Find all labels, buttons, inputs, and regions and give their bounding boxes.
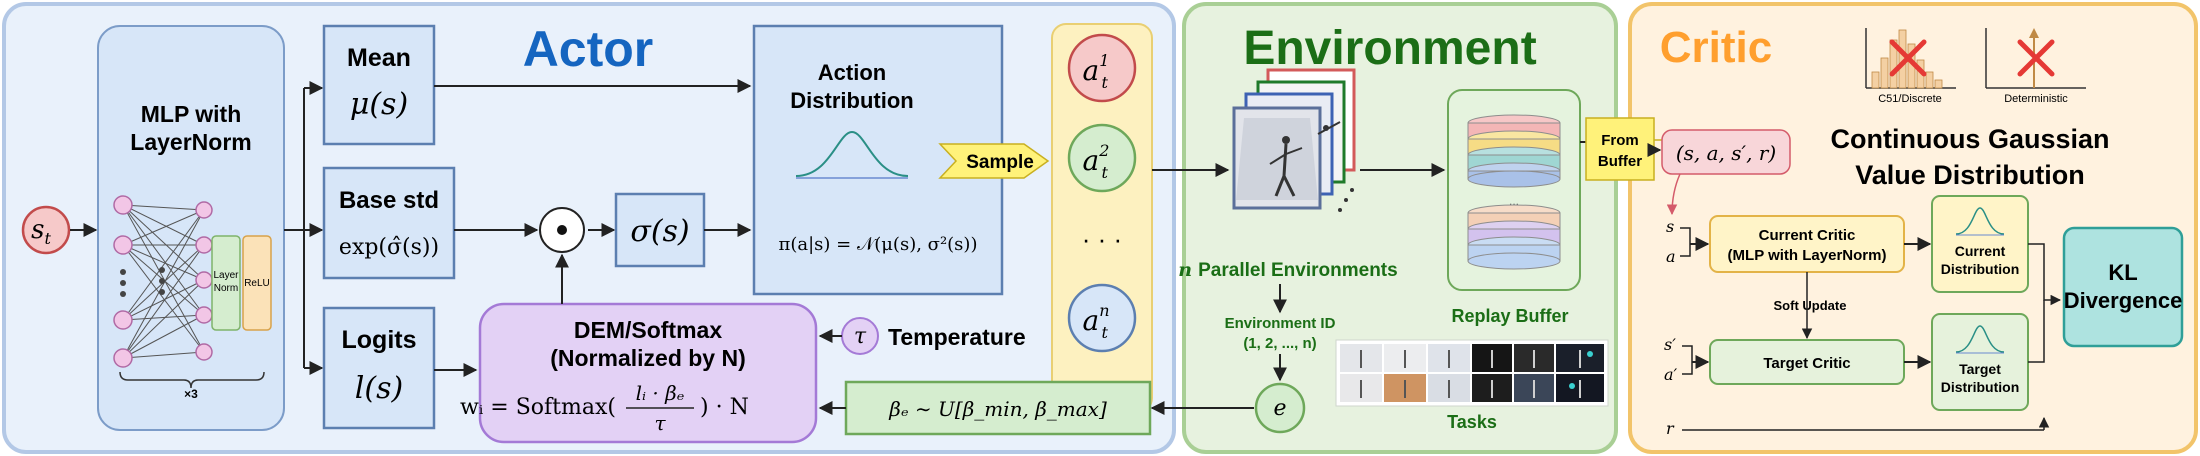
dem-formula-den: τ — [654, 411, 666, 435]
target-critic-label: Target Critic — [1763, 355, 1850, 372]
action-sample-2 — [1067, 123, 1137, 193]
env-id-node-label: e — [1273, 396, 1286, 421]
relu-label: ReLU — [244, 278, 270, 289]
relu-block — [242, 235, 272, 331]
env-id-line2: (1, 2, ..., n) — [1243, 335, 1316, 352]
layernorm-block — [211, 235, 241, 331]
actor-title: Actor — [523, 21, 654, 77]
dem-formula-right: ) · N — [700, 395, 749, 420]
env-id-line1: Environment ID — [1225, 315, 1336, 332]
from-buffer-line2: Buffer — [1598, 153, 1642, 170]
sigma-block — [614, 192, 706, 268]
mean-title: Mean — [347, 44, 411, 72]
mlp-title-line2: LayerNorm — [130, 129, 251, 155]
tasks-label: Tasks — [1447, 412, 1497, 432]
kl-line1: KL — [2108, 260, 2137, 285]
current-dist-curve-icon — [1955, 207, 2005, 235]
mlp-title-line1: MLP with — [141, 101, 242, 127]
action-dist-title-2: Distribution — [790, 88, 913, 113]
kl-line2: Divergence — [2064, 288, 2183, 313]
current-critic-line1: Current Critic — [1759, 227, 1856, 244]
tau-symbol: τ — [854, 324, 867, 349]
replay-buffer-label: Replay Buffer — [1451, 306, 1568, 326]
action-sample-1 — [1067, 33, 1137, 103]
mlp-repeat-label: ×3 — [184, 387, 198, 401]
deterministic-label: Deterministic — [2004, 93, 2068, 105]
base-std-expr: exp(σ̂(s)) — [339, 235, 439, 260]
critic-title: Critic — [1660, 23, 1772, 72]
environment-title: Environment — [1243, 22, 1536, 75]
layernorm-label-2: Norm — [214, 283, 238, 294]
mean-block — [322, 24, 436, 146]
current-dist-line1: Current — [1955, 243, 2006, 259]
sample-label: Sample — [966, 152, 1034, 173]
critic-input-s-prime: s′ — [1664, 335, 1676, 354]
dem-softmax-block — [478, 302, 818, 444]
transition-tuple: (s, a, s′, r) — [1676, 141, 1776, 165]
deterministic-icon — [1985, 28, 2086, 89]
critic-input-r: r — [1666, 419, 1675, 438]
sample-tag — [938, 143, 1050, 179]
base-std-block — [322, 166, 456, 280]
continuous-title-2: Value Distribution — [1855, 160, 2085, 190]
current-dist-line2: Distribution — [1941, 261, 2020, 277]
continuous-title-1: Continuous Gaussian — [1830, 124, 2109, 154]
current-critic-line2: (MLP with LayerNorm) — [1728, 247, 1887, 264]
gaussian-curve-icon — [795, 130, 909, 177]
replay-buffer-icon: ... — [1467, 114, 1561, 270]
c51-discrete-icon — [1865, 28, 1956, 89]
action-dist-formula: π(a|s) = 𝒩(μ(s), σ²(s)) — [779, 234, 978, 255]
svg-text:...: ... — [1509, 194, 1519, 208]
target-dist-curve-icon — [1955, 325, 2005, 353]
env-id-node — [1254, 382, 1306, 434]
state-node — [21, 205, 71, 255]
critic-input-a: a — [1666, 247, 1676, 266]
c51-label: C51/Discrete — [1878, 93, 1942, 105]
svg-text:ant: ant — [1082, 301, 1109, 342]
transition-tuple-block — [1661, 129, 1791, 175]
tasks-collage — [1335, 339, 1609, 407]
soft-update-label: Soft Update — [1774, 298, 1847, 313]
svg-text:a1t: a1t — [1083, 51, 1110, 92]
neural-net-dots — [120, 267, 165, 297]
logits-block — [322, 306, 436, 430]
critic-input-s: s — [1666, 217, 1674, 236]
logits-title: Logits — [342, 326, 417, 354]
base-std-title: Base std — [339, 187, 439, 214]
layernorm-label-1: Layer — [213, 270, 239, 281]
action-ellipsis: · · · — [1082, 224, 1122, 254]
sigma-expr: σ(s) — [630, 214, 689, 249]
target-dist-line2: Distribution — [1941, 379, 2020, 395]
from-buffer-tag — [1585, 117, 1664, 181]
dem-title-1: DEM/Softmax — [574, 317, 722, 343]
logits-expr: l(s) — [355, 371, 403, 406]
dem-title-2: (Normalized by N) — [550, 345, 746, 371]
parallel-env-stack-icon — [1232, 68, 1356, 212]
action-sample-n — [1067, 283, 1137, 353]
critic-input-a-prime: a′ — [1664, 365, 1678, 384]
dem-formula-left: wᵢ = Softmax( — [460, 395, 616, 420]
from-buffer-line1: From — [1601, 132, 1639, 149]
dem-formula-num: lᵢ · βₑ — [636, 381, 685, 405]
target-dist-line1: Target — [1959, 361, 2001, 377]
neural-net-icon — [122, 204, 205, 359]
svg-text:a2t: a2t — [1083, 141, 1110, 182]
action-dist-title-1: Action — [818, 60, 886, 85]
mean-expr: μ(s) — [350, 87, 408, 122]
kl-divergence-block — [2062, 226, 2184, 348]
temperature-label: Temperature — [888, 324, 1026, 350]
state-label: st — [31, 215, 51, 248]
beta-formula: βₑ ∼ U[β_min, β_max] — [888, 397, 1107, 421]
